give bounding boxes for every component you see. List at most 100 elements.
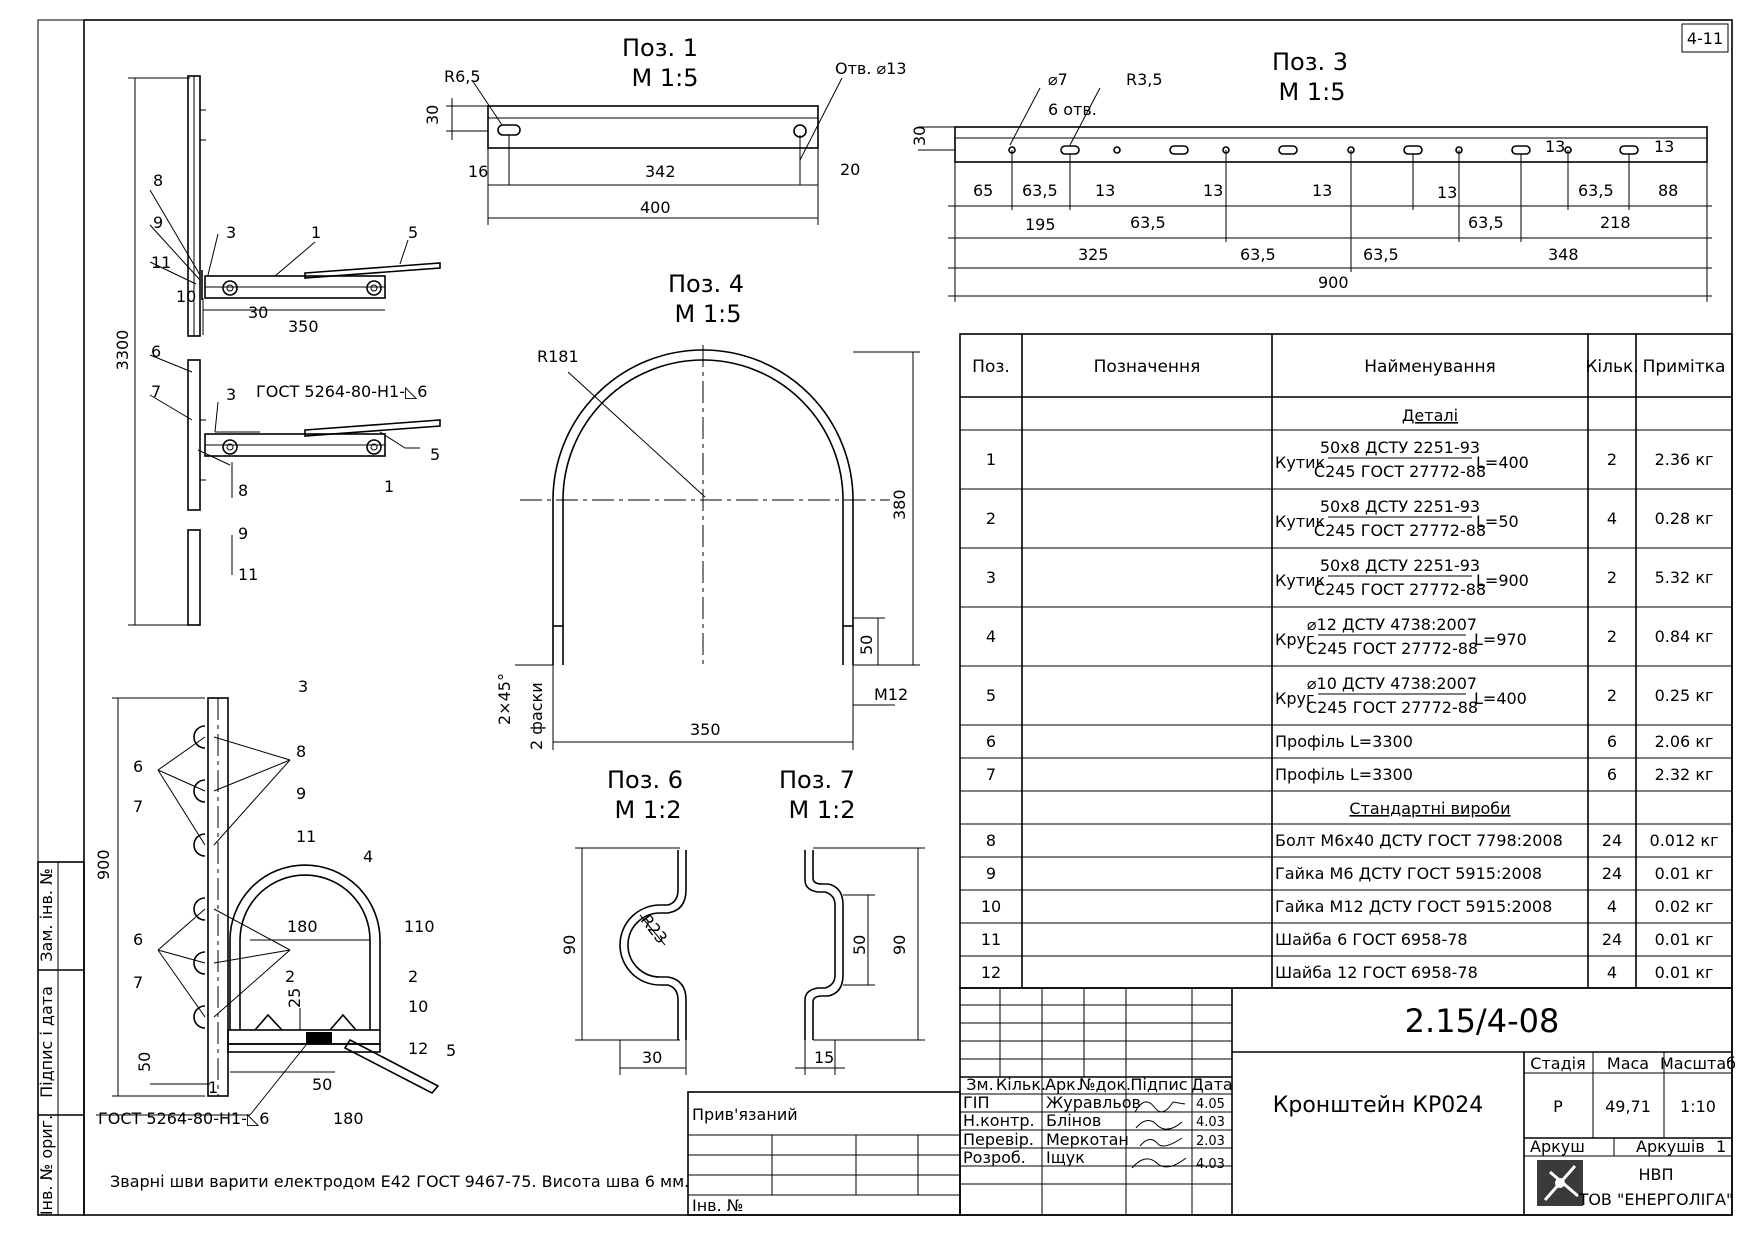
dim-180d: 180 xyxy=(333,1109,364,1128)
row-top: ⌀12 ДСТУ 4738:2007 xyxy=(1307,615,1477,634)
label-12c: 12 xyxy=(408,1039,428,1058)
role-rozrob: Розроб. xyxy=(963,1148,1026,1167)
stamp-sign-date: Підпис і дата xyxy=(37,986,56,1098)
dim-110c: 110 xyxy=(404,917,435,936)
row-pos: 4 xyxy=(986,627,996,646)
pos1-30: 30 xyxy=(423,105,442,125)
mass-label: Маса xyxy=(1607,1054,1649,1073)
scale-value: 1:10 xyxy=(1680,1097,1716,1116)
row-note: 2.32 кг xyxy=(1655,765,1714,784)
label-6d: 6 xyxy=(133,930,143,949)
col-kilk: Кільк. xyxy=(996,1075,1046,1094)
title-block: Зм. Кільк. Арк. №док. Підпис Дата ГІП Н.… xyxy=(959,987,1736,1216)
dim-30a: 30 xyxy=(248,303,268,322)
sheet-label-tb: Аркуш xyxy=(1530,1137,1585,1156)
attached-block: Прив'язаний Інв. № xyxy=(687,1091,961,1216)
section-details: Деталі xyxy=(1402,406,1458,425)
label-10: 10 xyxy=(176,287,196,306)
row-prefix: Круг xyxy=(1275,689,1314,708)
th-designation: Позначення xyxy=(1094,357,1201,377)
view-pos3: Поз. 3 М 1:5 ⌀7 R3,5 6 отв. 30 65 63, xyxy=(910,48,1712,302)
row-note: 0.01 кг xyxy=(1655,864,1714,883)
col-zm: Зм. xyxy=(966,1075,993,1094)
row-qty: 4 xyxy=(1607,963,1617,982)
doc-name: Кронштейн КР024 xyxy=(1273,1093,1483,1118)
pos3-13b: 13 xyxy=(1203,181,1223,200)
label-8c: 8 xyxy=(296,742,306,761)
pos3-r35: R3,5 xyxy=(1126,70,1163,89)
pos1-20: 20 xyxy=(840,160,860,179)
pos3-13f: 13 xyxy=(1654,137,1674,156)
stage-label: Стадія xyxy=(1530,1054,1585,1073)
section-standard: Стандартні вироби xyxy=(1349,799,1510,818)
pos3-348: 348 xyxy=(1548,245,1579,264)
doc-code: 2.15/4-08 xyxy=(1405,1002,1560,1040)
label-7c: 7 xyxy=(133,797,143,816)
label-1a: 1 xyxy=(311,223,321,242)
row-pos: 1 xyxy=(986,450,996,469)
sheets-value: 1 xyxy=(1716,1137,1726,1156)
label-9: 9 xyxy=(153,213,163,232)
row-qty: 4 xyxy=(1607,897,1617,916)
pos3-13c: 13 xyxy=(1312,181,1332,200)
date-3: 2.03 xyxy=(1196,1134,1225,1149)
label-1c: 1 xyxy=(208,1078,218,1097)
view-pos1: Поз. 1 М 1:5 R6,5 Отв. ⌀13 30 16 342 20 … xyxy=(423,34,907,225)
pos3-30: 30 xyxy=(910,126,929,146)
row-bottom: С245 ГОСТ 27772-88 xyxy=(1314,462,1486,481)
pos3-635f: 63,5 xyxy=(1363,245,1399,264)
row-pos: 3 xyxy=(986,568,996,587)
row-qty: 24 xyxy=(1602,831,1622,850)
pos7-scale: М 1:2 xyxy=(789,796,856,824)
pos4-scale: М 1:5 xyxy=(675,300,742,328)
pos4-chamfers: 2 фаски xyxy=(527,682,546,750)
table-row: 12 Шайба 12 ГОСТ 6958-78 4 0.01 кг xyxy=(981,963,1714,982)
role-pereviv: Перевір. xyxy=(963,1130,1034,1149)
row-note: 0.01 кг xyxy=(1655,930,1714,949)
pos6-scale: М 1:2 xyxy=(615,796,682,824)
label-1b: 1 xyxy=(384,477,394,496)
name-1: Журавльов xyxy=(1046,1093,1141,1112)
assembly-bottom-view: 3 6 7 8 9 11 900 4 180 110 6 7 2 2 25 10… xyxy=(94,677,456,1128)
pos1-r65: R6,5 xyxy=(444,67,481,86)
row-suffix: L=400 xyxy=(1474,689,1527,708)
table-row: 5 Круг ⌀10 ДСТУ 4738:2007 С245 ГОСТ 2777… xyxy=(986,674,1713,717)
row-name: Гайка М12 ДСТУ ГОСТ 5915:2008 xyxy=(1275,897,1552,916)
row-note: 0.25 кг xyxy=(1655,686,1714,705)
table-row: 9 Гайка М6 ДСТУ ГОСТ 5915:2008 24 0.01 к… xyxy=(986,864,1713,883)
row-bottom: С245 ГОСТ 27772-88 xyxy=(1314,521,1486,540)
pos3-holes: 6 отв. xyxy=(1048,100,1097,119)
label-6a: 6 xyxy=(151,342,161,361)
label-5b: 5 xyxy=(430,445,440,464)
label-2a: 2 xyxy=(285,967,295,986)
pos3-635d: 63,5 xyxy=(1468,213,1504,232)
date-4: 4.03 xyxy=(1196,1157,1225,1172)
pos6-r23: R23 xyxy=(637,911,671,948)
role-gip: ГІП xyxy=(963,1093,990,1112)
row-prefix: Кутик xyxy=(1275,453,1326,472)
pos3-title: Поз. 3 xyxy=(1272,48,1348,76)
row-top: ⌀10 ДСТУ 4738:2007 xyxy=(1307,674,1477,693)
signatures xyxy=(1131,1101,1187,1169)
row-prefix: Кутик xyxy=(1275,512,1326,531)
row-pos: 9 xyxy=(986,864,996,883)
pos3-13d: 13 xyxy=(1437,183,1457,202)
pos1-342: 342 xyxy=(645,162,676,181)
pos7-50: 50 xyxy=(850,935,869,955)
th-qty: Кільк. xyxy=(1585,357,1638,377)
row-note: 0.012 кг xyxy=(1650,831,1719,850)
weld-top: ГОСТ 5264-80-Н1-◺6 xyxy=(256,382,427,401)
label-7a: 7 xyxy=(151,382,161,401)
table-row: 1 Кутик 50х8 ДСТУ 2251-93 С245 ГОСТ 2777… xyxy=(986,438,1713,481)
row-pos: 11 xyxy=(981,930,1001,949)
pos7-15: 15 xyxy=(814,1048,834,1067)
spec-table: Поз. Позначення Найменування Кільк. Прим… xyxy=(959,333,1733,989)
label-8b: 8 xyxy=(238,481,248,500)
pos1-scale: М 1:5 xyxy=(632,64,699,92)
table-row: 8 Болт М6х40 ДСТУ ГОСТ 7798:2008 24 0.01… xyxy=(986,831,1719,850)
table-row: 4 Круг ⌀12 ДСТУ 4738:2007 С245 ГОСТ 2777… xyxy=(986,615,1713,658)
pos4-350: 350 xyxy=(690,720,721,739)
pos3-635b: 63,5 xyxy=(1578,181,1614,200)
name-4: Іщук xyxy=(1046,1148,1085,1167)
row-note: 0.01 кг xyxy=(1655,963,1714,982)
